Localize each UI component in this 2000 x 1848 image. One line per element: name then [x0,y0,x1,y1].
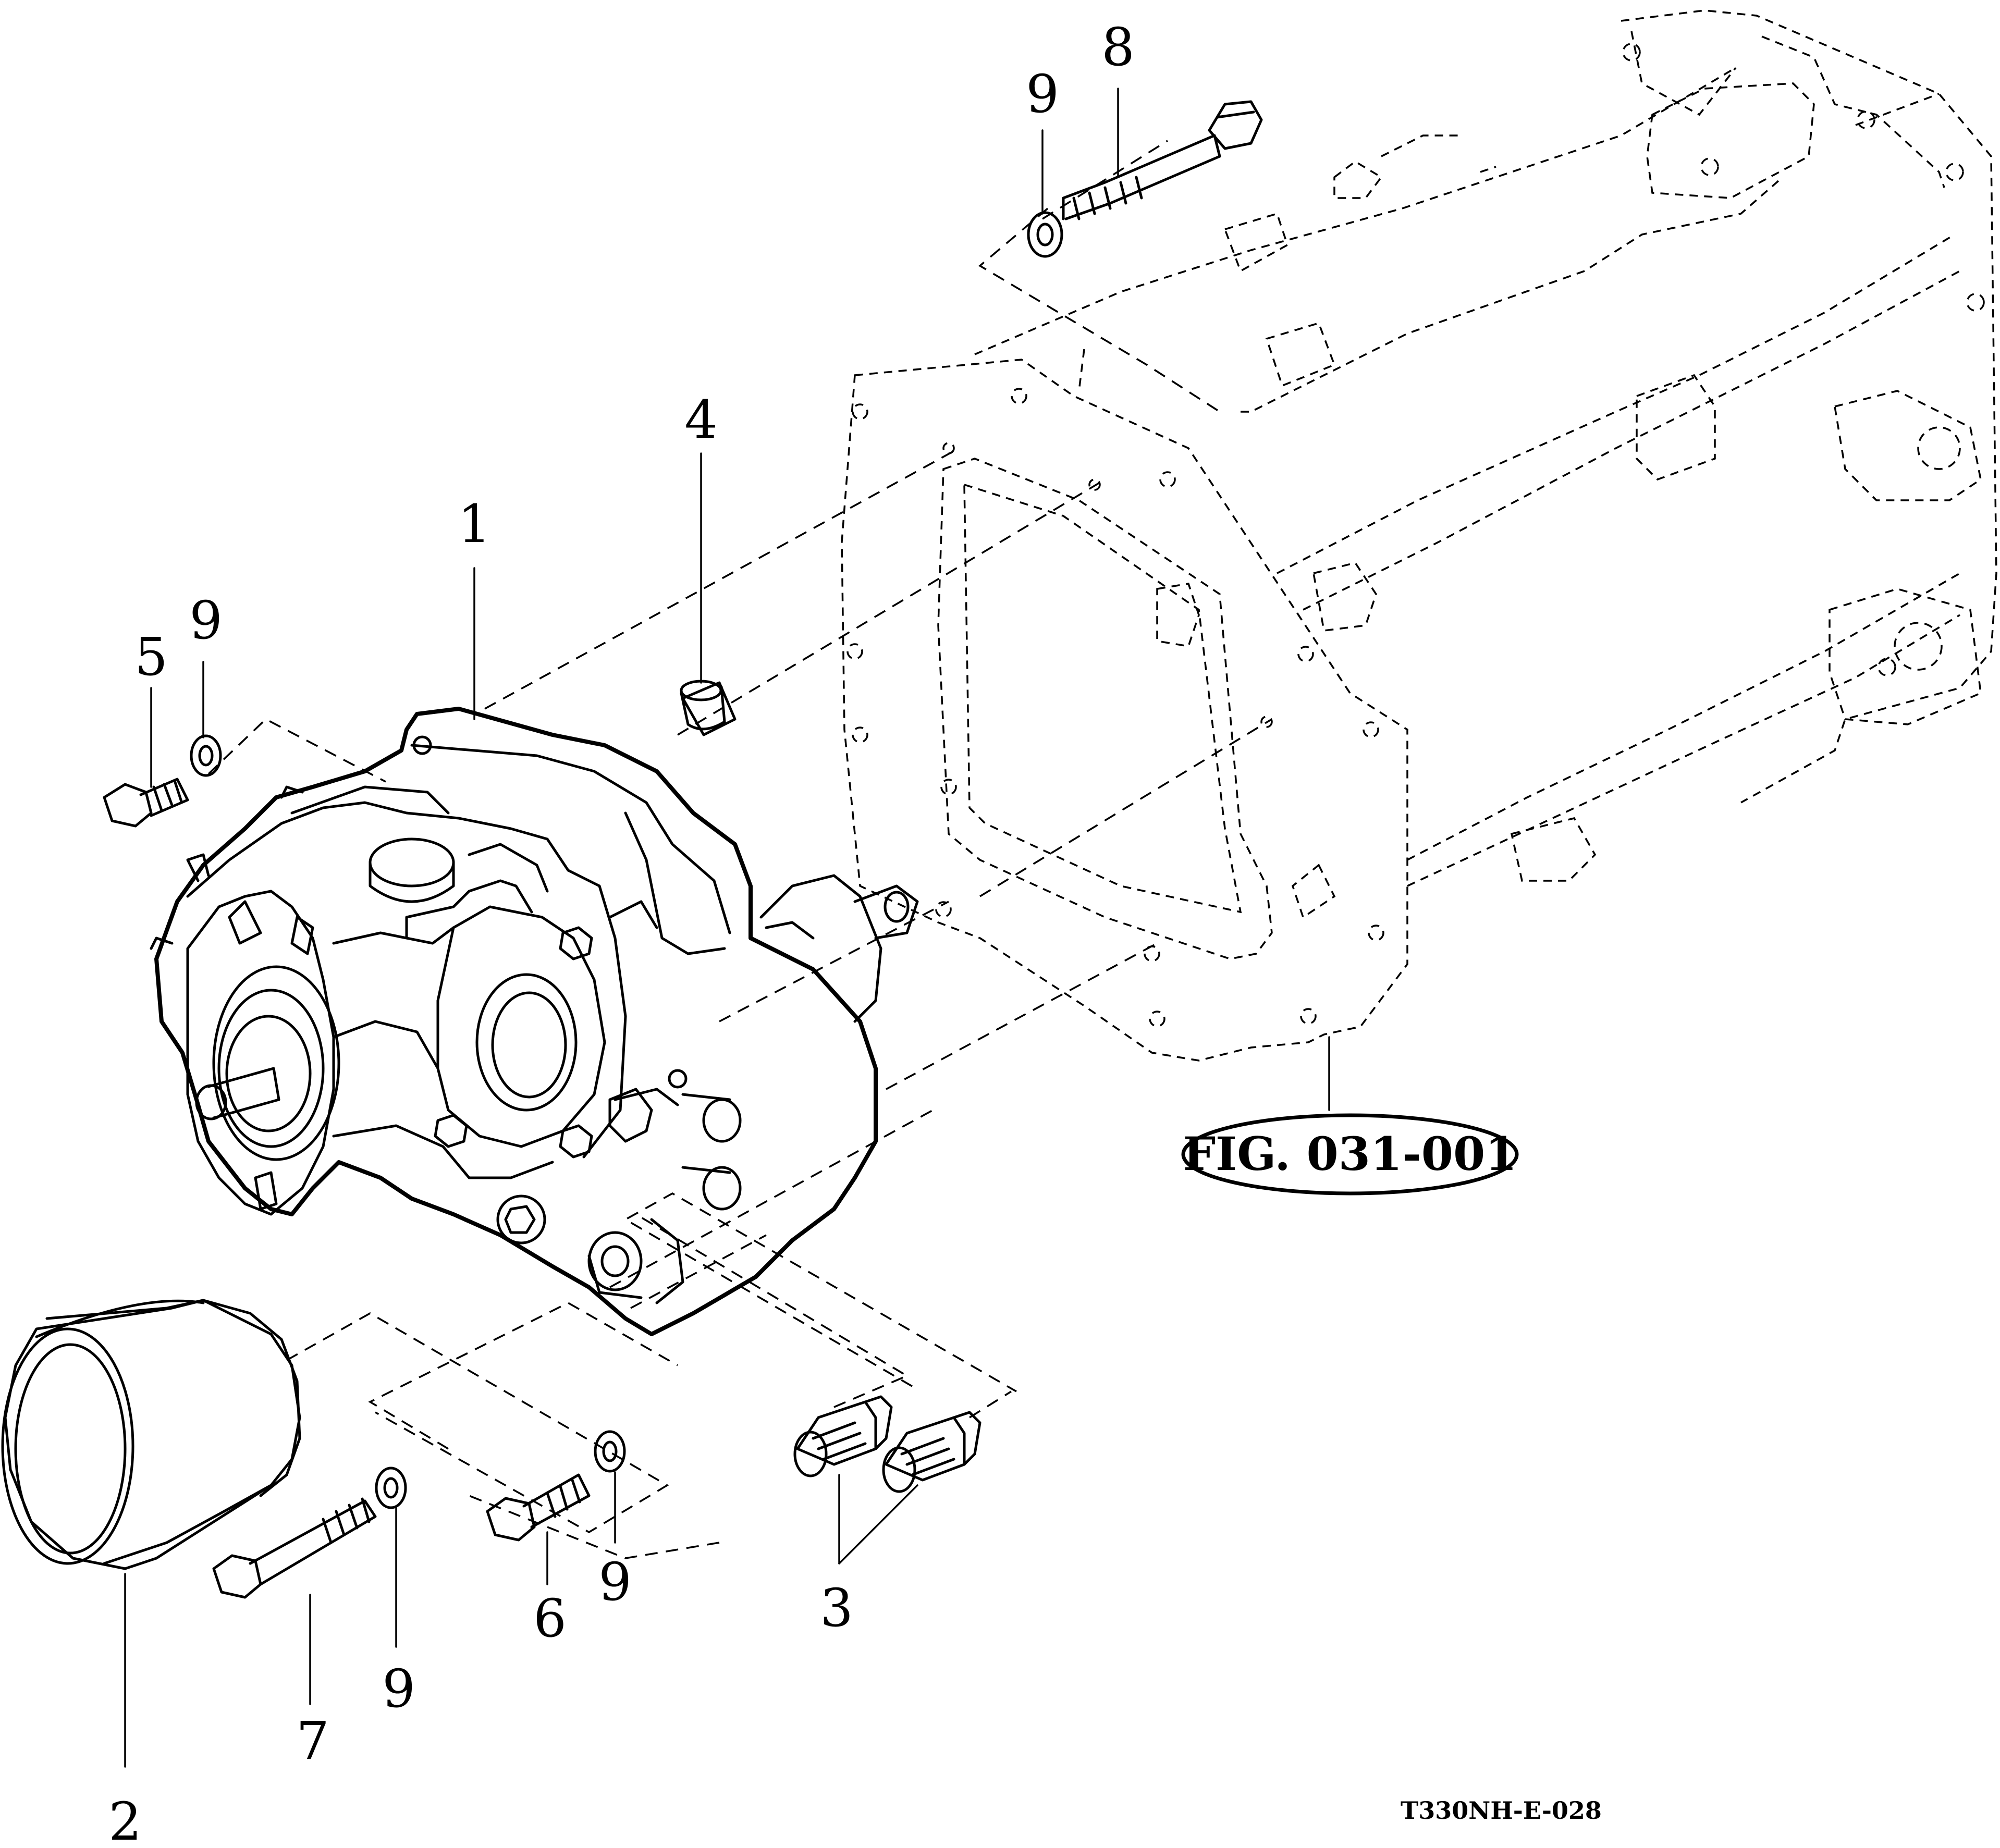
transmission-housing-reference [841,9,1997,1062]
drawing-code: T330NH-E-028 [1401,1796,1602,1825]
callout-9-left: 9 [189,590,223,651]
washer-upper [1027,211,1063,258]
callout-7: 7 [296,1710,329,1771]
washer-lower-left [375,1467,407,1509]
leader-dash-lines [207,207,1220,1559]
callout-leaders [124,88,1330,1768]
bolt-long-upper [1062,100,1263,220]
callout-numbers: 1 2 3 4 5 6 7 8 9 9 9 9 [108,17,1135,1848]
fitting-right [882,1411,981,1493]
callout-9-upper: 9 [1026,64,1059,125]
bolt-medium-lower [486,1473,591,1542]
callout-9-lower: 9 [382,1658,415,1719]
callout-8: 8 [1101,17,1135,78]
fitting-left [793,1395,893,1477]
washer-lower-middle [594,1430,626,1473]
dowel-pin [680,680,737,736]
bolt-short-left [103,778,189,828]
oil-filter [1,1299,301,1570]
hydraulic-pump-assembly [150,707,919,1336]
washer-left [190,734,222,777]
callout-5: 5 [134,626,168,687]
callout-1: 1 [458,494,491,555]
callout-3: 3 [820,1578,853,1638]
figure-reference-badge: FIG. 031-001 [1181,1113,1519,1196]
callout-9-middle: 9 [598,1551,632,1612]
callout-2: 2 [108,1791,142,1848]
callout-4: 4 [684,389,718,450]
bolt-long-lower [212,1497,377,1599]
callout-6: 6 [533,1588,567,1649]
figure-reference-text: FIG. 031-001 [1183,1127,1517,1181]
